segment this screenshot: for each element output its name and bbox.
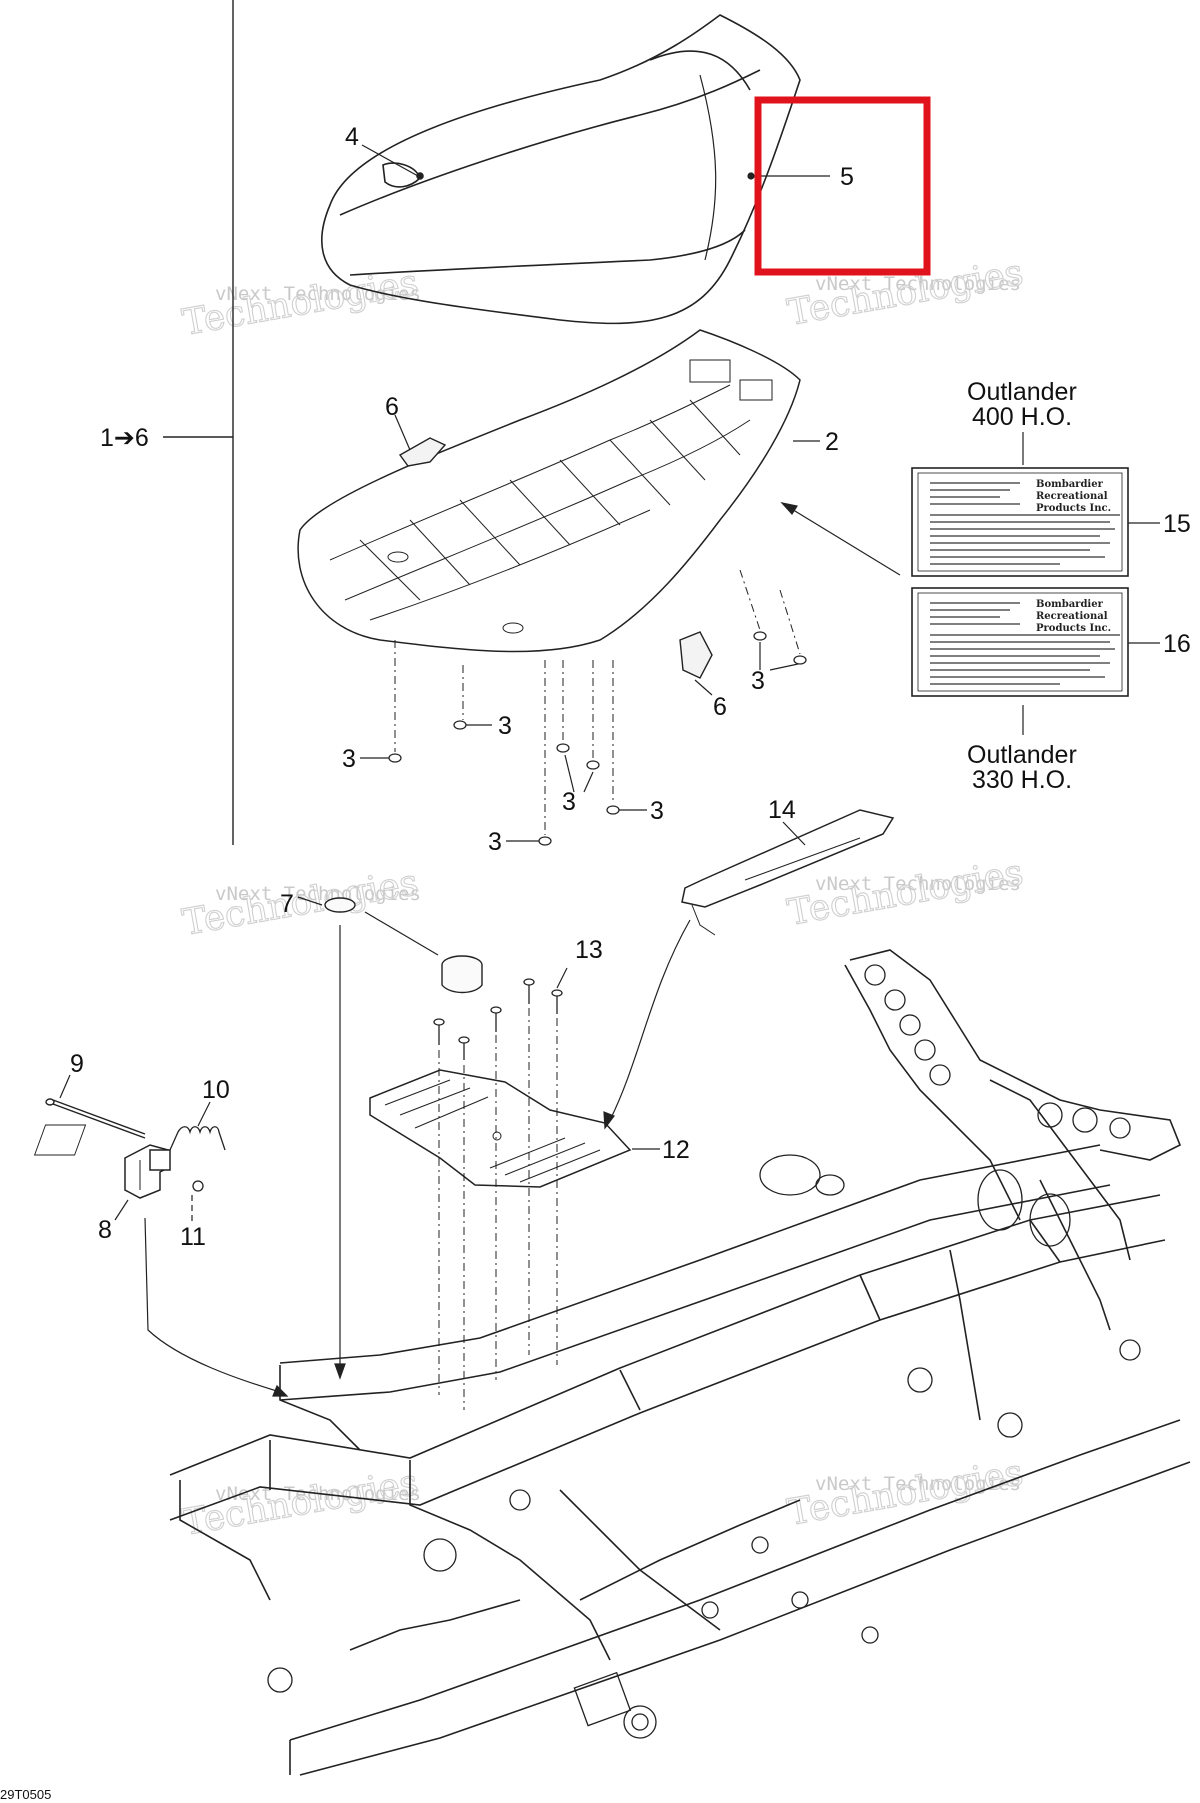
- callout-4-leader: [361, 144, 419, 177]
- latch-nut-11: [192, 1180, 204, 1192]
- callout-15: 15: [1163, 510, 1191, 538]
- callout-11: 11: [180, 1223, 206, 1251]
- callout-6-bottom-leader: [694, 679, 713, 696]
- grommet: [538, 836, 552, 846]
- callout-4: 4: [345, 123, 359, 151]
- watermark-text: Technologies: [179, 862, 421, 944]
- watermark-text: Technologies: [784, 1452, 1026, 1534]
- latch-bolt-9: [45, 1098, 146, 1139]
- watermark-mid-right: vNext Technologies Technologies: [784, 852, 1027, 935]
- callout-3-a: 3: [498, 712, 512, 740]
- screw: [490, 1006, 502, 1032]
- decal-heading: Products Inc.: [1036, 503, 1111, 514]
- callout-5-leader: [747, 172, 830, 180]
- callout-6-top: 6: [385, 393, 399, 421]
- latch-spring-10: [169, 1126, 226, 1151]
- callout-12: 12: [662, 1136, 690, 1164]
- screw: [523, 978, 535, 1004]
- decal-arrow: [780, 502, 901, 576]
- callout-13-leader: [556, 967, 568, 989]
- callout-2: 2: [825, 428, 839, 456]
- screw: [551, 989, 563, 1014]
- watermark-text: vNext Technologies: [215, 883, 421, 905]
- bumper-7: [324, 897, 483, 994]
- watermark-text: vNext Technologies: [215, 283, 421, 305]
- skid-plate-12: [33, 1069, 632, 1188]
- vehicle-frame: [169, 949, 1191, 1776]
- callout-9: 9: [70, 1050, 84, 1078]
- bumper-arrows: [334, 911, 439, 1380]
- grommet-dashes: [394, 569, 801, 835]
- decal-heading: Bombardier: [1036, 599, 1104, 610]
- decal-heading: Bombardier: [1036, 479, 1104, 490]
- grommet: [556, 743, 570, 753]
- callout-6-top-leader: [394, 414, 411, 451]
- clip-6-bottom: [679, 631, 713, 679]
- decal-heading: Products Inc.: [1036, 623, 1111, 634]
- model-label-330-line2: 330 H.O.: [972, 766, 1072, 794]
- watermark-bottom-right: vNext Technologies Technologies: [784, 1452, 1027, 1535]
- plate-dashes: [438, 1008, 558, 1410]
- grommet-leaders: [360, 642, 799, 842]
- figure-code: 29T0505: [0, 1787, 51, 1802]
- callout-13: 13: [575, 936, 603, 964]
- callout-1-to-6: 1➔6: [100, 424, 149, 452]
- watermark-top-left: vNext Technologies Technologies: [179, 262, 422, 345]
- assembly-bracket: [163, 0, 234, 845]
- latch-8: [124, 1144, 171, 1199]
- watermark-text: vNext Technologies: [815, 1473, 1021, 1495]
- seat-base: [297, 329, 801, 653]
- frame-holes: [267, 964, 1141, 1739]
- callout-9-leader: [59, 1074, 71, 1099]
- grommet: [453, 720, 467, 730]
- watermark-text: vNext Technologies: [815, 873, 1021, 895]
- callout-7: 7: [280, 890, 294, 918]
- callout-6-bottom: 6: [713, 693, 727, 721]
- callout-3-c: 3: [562, 788, 576, 816]
- callout-3-f: 3: [751, 667, 765, 695]
- callout-14: 14: [768, 796, 796, 824]
- watermark-text: Technologies: [179, 262, 421, 344]
- grommet: [606, 805, 620, 815]
- watermark-text: vNext Technologies: [815, 273, 1021, 295]
- screws-13: [433, 978, 563, 1060]
- callout-3-e: 3: [488, 828, 502, 856]
- model-label-400-line1: Outlander: [967, 378, 1077, 406]
- watermark-text: Technologies: [784, 252, 1026, 334]
- callout-7-leader: [297, 896, 323, 906]
- model-label-400-line2: 400 H.O.: [972, 403, 1072, 431]
- callout-8: 8: [98, 1216, 112, 1244]
- grommets-3: [388, 631, 807, 846]
- callout-14-leader: [782, 821, 806, 846]
- heat-shield-14: [681, 809, 895, 936]
- callout-10-leader: [197, 1101, 211, 1127]
- callout-16: 16: [1163, 630, 1191, 658]
- callout-3-b: 3: [342, 745, 356, 773]
- decal-16: Bombardier Recreational Products Inc.: [911, 587, 1129, 697]
- grommet: [753, 631, 767, 641]
- decal-heading: Recreational: [1036, 611, 1108, 622]
- watermark-top-right: vNext Technologies Technologies: [784, 252, 1027, 335]
- decal-heading: Recreational: [1036, 491, 1108, 502]
- highlight-box: [754, 96, 931, 276]
- screw: [458, 1036, 470, 1060]
- callout-3-d: 3: [650, 797, 664, 825]
- watermark-mid-left: vNext Technologies Technologies: [179, 862, 422, 945]
- model-label-330-line1: Outlander: [967, 741, 1077, 769]
- latch-arrow: [144, 1217, 289, 1397]
- clip-6-top: [398, 437, 447, 467]
- grommet: [793, 655, 807, 665]
- callout-5: 5: [840, 163, 854, 191]
- decal-15: Bombardier Recreational Products Inc.: [911, 467, 1129, 577]
- callout-8-leader: [114, 1199, 129, 1221]
- callout-10: 10: [202, 1076, 230, 1104]
- grommet: [388, 753, 402, 763]
- heat-shield-arrow: [603, 919, 691, 1130]
- screw: [433, 1018, 445, 1045]
- watermark-text: Technologies: [784, 852, 1026, 934]
- grommet: [586, 760, 600, 770]
